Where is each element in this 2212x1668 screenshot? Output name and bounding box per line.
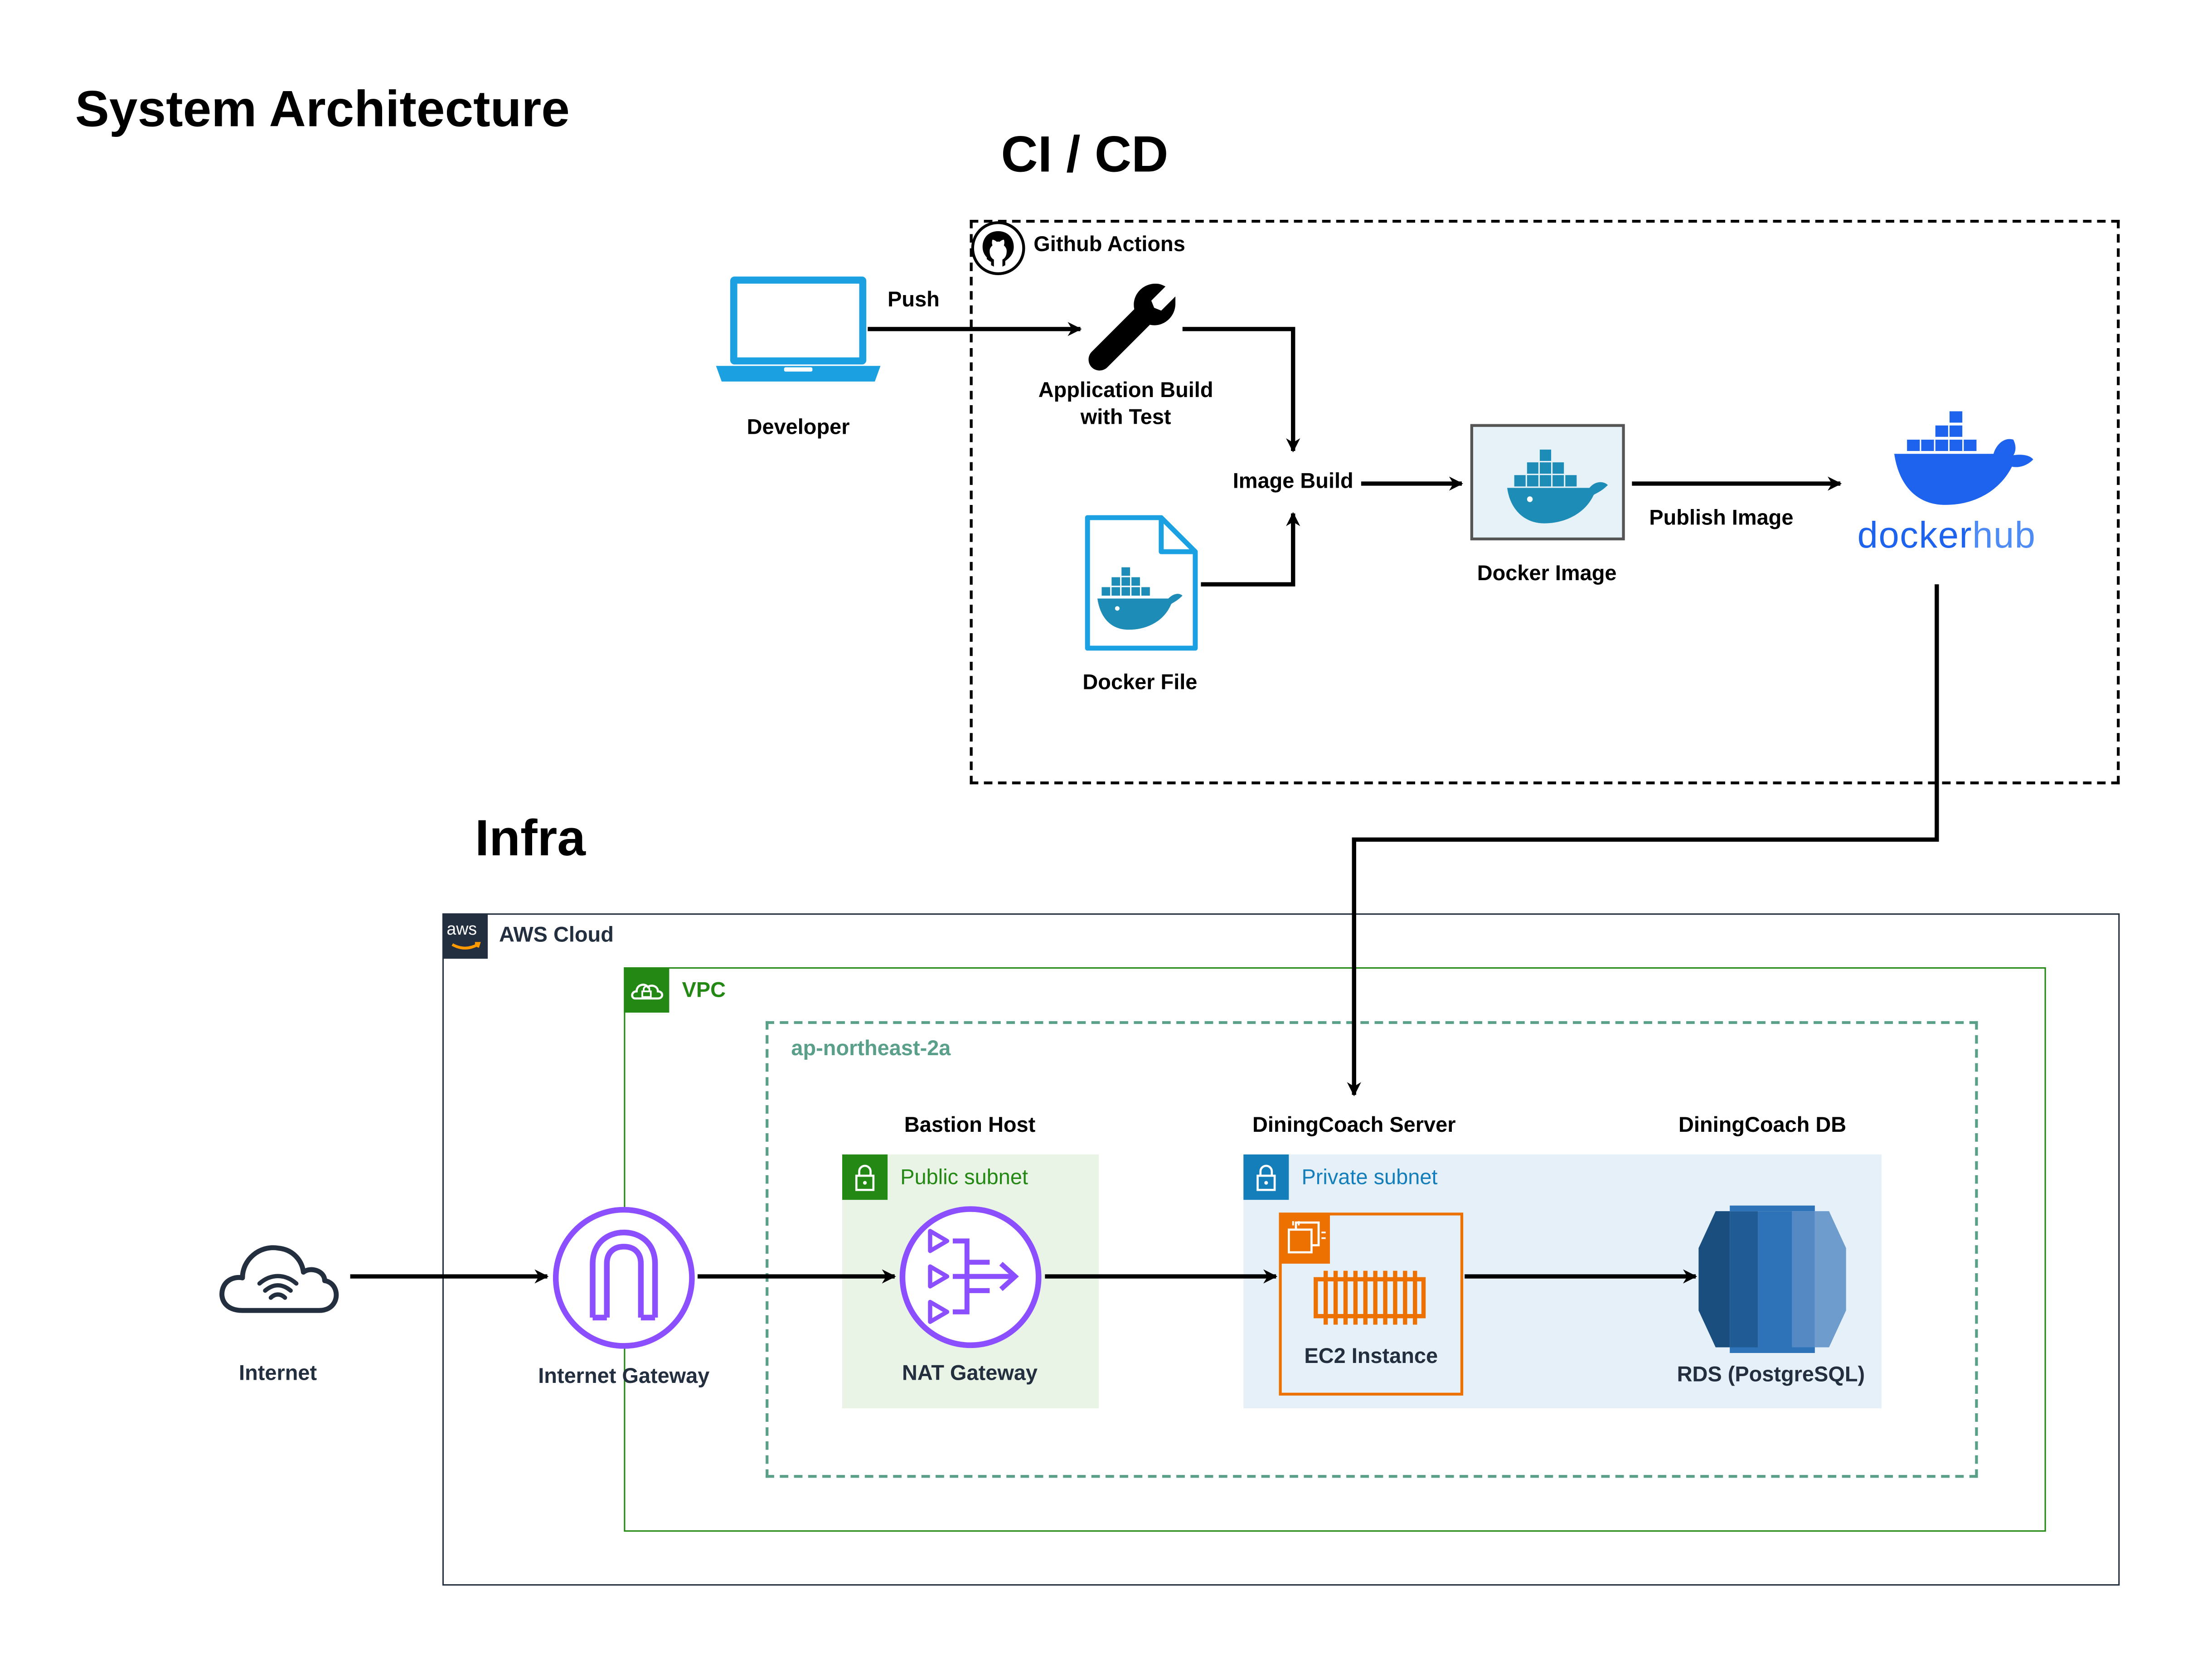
build-to-image-arrow — [1182, 327, 1300, 453]
diningcoach-server-label: DiningCoach Server — [1252, 1113, 1456, 1138]
aws-logo-icon: aws — [442, 913, 488, 959]
private-subnet-lock-icon — [1243, 1154, 1289, 1200]
public-subnet-lock-icon — [842, 1154, 888, 1200]
dockerhub-to-server-arrow — [1347, 584, 1939, 1096]
rds-database-icon — [1698, 1205, 1846, 1353]
availability-zone-group — [766, 1021, 1978, 1478]
bastion-host-label: Bastion Host — [904, 1113, 1036, 1138]
wrench-icon — [1088, 283, 1176, 371]
nat-gateway-label: NAT Gateway — [902, 1361, 1038, 1386]
ec2-instance-icon — [1314, 1270, 1426, 1325]
dockerfile-icon — [1085, 515, 1198, 651]
aws-cloud-label: AWS Cloud — [499, 923, 614, 948]
app-build-label-2: with Test — [1080, 405, 1171, 430]
docker-image-label: Docker Image — [1477, 562, 1617, 586]
github-icon — [971, 221, 1025, 276]
aws-cloud-group — [442, 913, 2120, 1586]
internet-cloud-icon — [219, 1245, 339, 1313]
push-label: Push — [888, 288, 940, 312]
publish-image-label: Publish Image — [1649, 506, 1794, 531]
internet-label: Internet — [239, 1361, 317, 1386]
diningcoach-db-label: DiningCoach DB — [1678, 1113, 1847, 1138]
dockerfile-to-image-arrow — [1201, 512, 1300, 587]
public-subnet-label: Public subnet — [900, 1166, 1028, 1190]
dockerhub-wordmark: dockerhub — [1857, 513, 2036, 556]
app-build-label: Application Build — [1038, 378, 1213, 403]
private-subnet-label: Private subnet — [1301, 1166, 1438, 1190]
laptop-icon — [716, 276, 881, 382]
vpc-cloud-lock-icon — [624, 967, 669, 1013]
github-actions-group — [970, 219, 2120, 785]
ec2-chip-icon — [1279, 1212, 1330, 1264]
internet-gateway-icon — [553, 1207, 695, 1349]
github-actions-label: Github Actions — [1033, 233, 1185, 257]
infra-heading: Infra — [475, 808, 586, 867]
ec2-instance-label: EC2 Instance — [1304, 1344, 1438, 1369]
docker-whale-icon — [1894, 411, 2033, 505]
cicd-heading: CI / CD — [1001, 125, 1169, 183]
vpc-label: VPC — [682, 979, 726, 1003]
page-title: System Architecture — [75, 79, 570, 138]
developer-label: Developer — [747, 415, 850, 440]
rds-label: RDS (PostgreSQL) — [1677, 1363, 1865, 1387]
docker-image-icon — [1470, 424, 1625, 541]
availability-zone-label: ap-northeast-2a — [791, 1037, 951, 1061]
nat-gateway-icon — [899, 1206, 1042, 1348]
docker-file-label: Docker File — [1082, 671, 1198, 695]
internet-gateway-label: Internet Gateway — [538, 1364, 710, 1389]
image-build-label: Image Build — [1232, 469, 1353, 494]
